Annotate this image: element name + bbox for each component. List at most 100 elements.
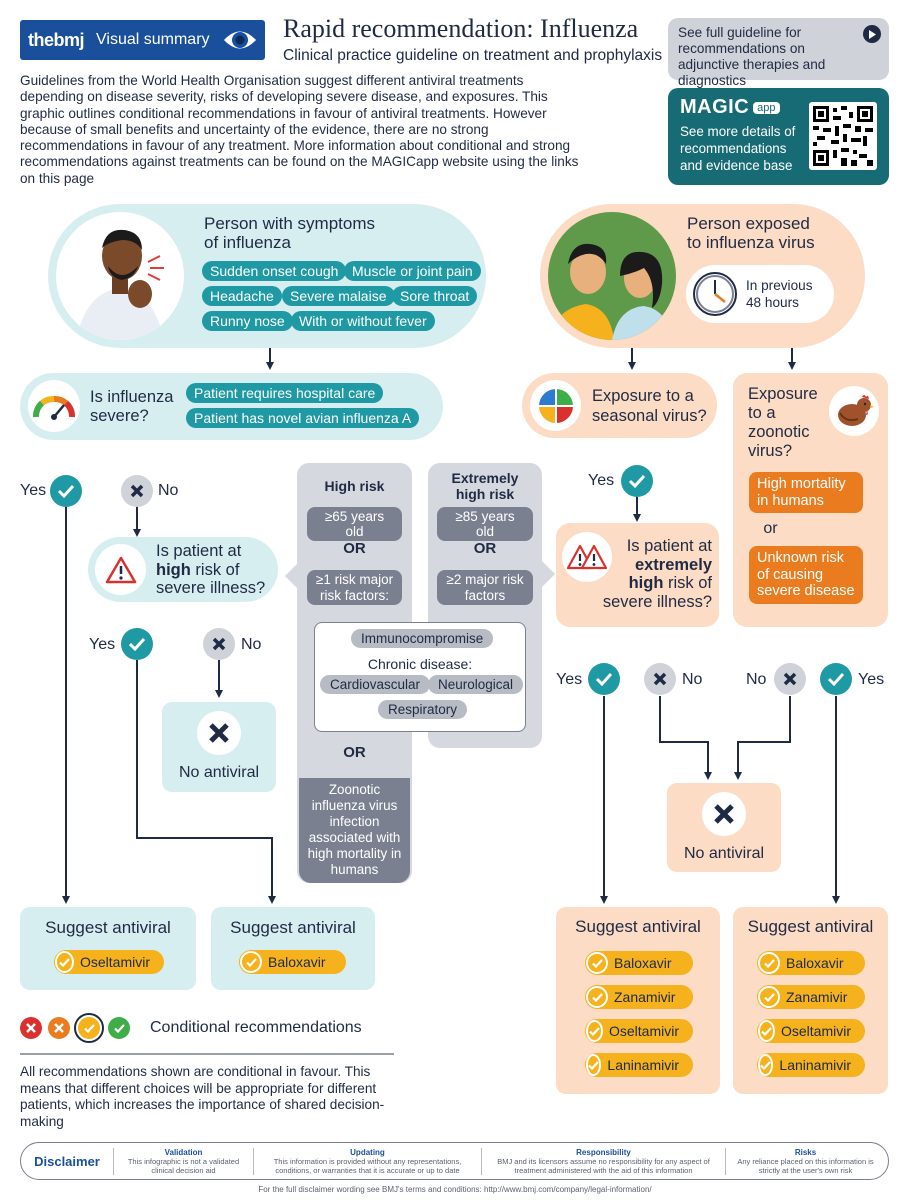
severity-gauge-icon (28, 380, 80, 432)
chicken-icon (829, 386, 879, 436)
check-icon (55, 951, 74, 973)
risk-factor-chronic-label: Chronic disease: (367, 656, 473, 672)
disclaimer-section-risks: Risks Any reliance placed on this inform… (725, 1147, 885, 1175)
page-subtitle: Clinical practice guideline on treatment… (283, 47, 663, 64)
magic-app-panel[interactable]: MAGIC app See more details of recommenda… (668, 88, 889, 185)
no-antiviral-box: No antiviral (667, 783, 781, 872)
magic-app-badge: app (753, 101, 780, 114)
extreme-risk-age: ≥85 years old (437, 507, 533, 541)
cross-icon (203, 628, 235, 660)
zoonotic-question: Exposure to a zoonotic virus? (748, 385, 818, 460)
severe-criterion: Patient has novel avian influenza A (186, 408, 420, 428)
suggest-box-seasonal: Suggest antiviral Baloxavir Zanamivir Os… (556, 907, 720, 1094)
check-icon (758, 1020, 775, 1042)
or-label: OR (343, 540, 366, 557)
strong-against-icon (20, 1017, 42, 1039)
intro-text: Guidelines from the World Health Organis… (20, 73, 579, 186)
magic-text: See more details of recommendations and … (680, 124, 796, 173)
check-icon (758, 1054, 774, 1076)
exposed-title: Person exposed to influenza virus (687, 214, 815, 252)
visual-summary-label: Visual summary (96, 31, 210, 48)
disclaimer-footer[interactable]: For the full disclaimer wording see BMJ'… (258, 1185, 652, 1194)
suggest-box-severe: Suggest antiviral Oseltamivir (20, 907, 196, 990)
check-icon (588, 663, 620, 695)
disclaimer-bar: Disclaimer Validation This infographic i… (20, 1142, 889, 1180)
high-risk-question: Is patient at high risk of severe illnes… (156, 542, 266, 597)
symptom-pill: With or without fever (291, 311, 435, 331)
high-risk-age: ≥65 years old (307, 507, 402, 541)
check-icon (586, 986, 608, 1008)
no-antiviral-icon (197, 711, 241, 755)
extreme-risk-pointer (541, 560, 555, 588)
zoonotic-or-label: or (763, 520, 778, 537)
bmj-logo: thebmj Visual summary (20, 20, 265, 60)
seasonal-icon (530, 380, 581, 431)
conditional-against-icon (48, 1017, 70, 1039)
or-label: OR (473, 540, 497, 557)
check-icon (586, 1054, 602, 1076)
risk-factor-item: Cardiovascular (320, 675, 431, 694)
drug-pill: Baloxavir (239, 950, 346, 974)
legend-label: Conditional recommendations (150, 1019, 362, 1036)
symptom-pill: Runny nose (202, 311, 293, 331)
bmj-brand: thebmj (28, 29, 85, 50)
play-icon (863, 25, 881, 43)
no-antiviral-icon (702, 792, 746, 836)
drug-pill: Oseltamivir (54, 950, 164, 974)
check-icon (586, 1020, 603, 1042)
check-icon (758, 952, 780, 974)
extreme-yes-label: Yes (556, 671, 583, 688)
exposed-people-illustration (548, 212, 676, 340)
conditional-for-icon (74, 1013, 104, 1043)
strong-for-icon (108, 1017, 130, 1039)
high-risk-no-label: No (241, 636, 262, 653)
disclaimer-section-validation: Validation This infographic is not a val… (113, 1147, 253, 1175)
guideline-link[interactable]: See full guideline for recommendations o… (668, 18, 889, 88)
drug-pill: Baloxavir (585, 951, 693, 975)
or-label: OR (343, 744, 366, 761)
qr-code (809, 102, 877, 170)
zoonotic-option-mortality: High mortality in humans (749, 472, 863, 514)
symptom-pill: Severe malaise (282, 286, 395, 306)
time-window-badge: In previous 48 hours (686, 265, 834, 323)
zoonotic-yes-label: Yes (858, 671, 885, 688)
drug-pill: Zanamivir (585, 985, 693, 1009)
drug-pill: Oseltamivir (585, 1019, 693, 1043)
high-risk-yes-label: Yes (89, 636, 116, 653)
zoonotic-option-unknown: Unknown risk of causing severe disease (749, 546, 863, 605)
legend-note: All recommendations shown are conditiona… (20, 1064, 385, 1129)
risk-factor-item: Respiratory (378, 700, 468, 719)
legend-divider (20, 1053, 394, 1055)
severe-criterion: Patient requires hospital care (186, 383, 384, 403)
symptoms-title: Person with symptoms of influenza (204, 214, 375, 252)
symptom-pill: Sudden onset cough (202, 261, 347, 281)
symptom-pill: Headache (202, 286, 282, 306)
recommendation-legend: Conditional recommendations (20, 1013, 362, 1043)
check-icon (820, 663, 852, 695)
coughing-person-illustration (56, 212, 184, 340)
warning-double-icon (562, 532, 612, 582)
check-icon (50, 475, 82, 507)
check-icon (586, 952, 608, 974)
drug-pill: Laninamivir (585, 1053, 693, 1077)
extreme-risk-title: Extremely high risk (451, 470, 519, 502)
no-antiviral-box: No antiviral (162, 702, 276, 792)
suggest-box-high-risk: Suggest antiviral Baloxavir (211, 907, 375, 990)
high-risk-pointer (285, 562, 299, 590)
drug-pill: Baloxavir (757, 951, 865, 975)
risk-factor-immunocompromise: Immunocompromise (351, 629, 494, 648)
cross-icon (644, 663, 676, 695)
check-icon (621, 465, 653, 497)
zoonotic-no-label: No (746, 671, 767, 688)
extreme-risk-factors: ≥2 major risk factors (437, 570, 533, 605)
disclaimer-section-responsibility: Responsibility BMJ and its licensors ass… (481, 1147, 725, 1175)
high-risk-title: High risk (324, 478, 385, 494)
disclaimer-section-updating: Updating This information is provided wi… (253, 1147, 481, 1175)
magic-brand: MAGIC (680, 96, 750, 118)
drug-pill: Zanamivir (757, 985, 865, 1009)
clock-icon (693, 272, 737, 316)
severe-no-label: No (158, 482, 179, 499)
warning-icon (95, 544, 146, 595)
disclaimer-label: Disclaimer (34, 1153, 100, 1169)
extreme-risk-question: Is patient at extremely high risk of sev… (602, 537, 712, 611)
